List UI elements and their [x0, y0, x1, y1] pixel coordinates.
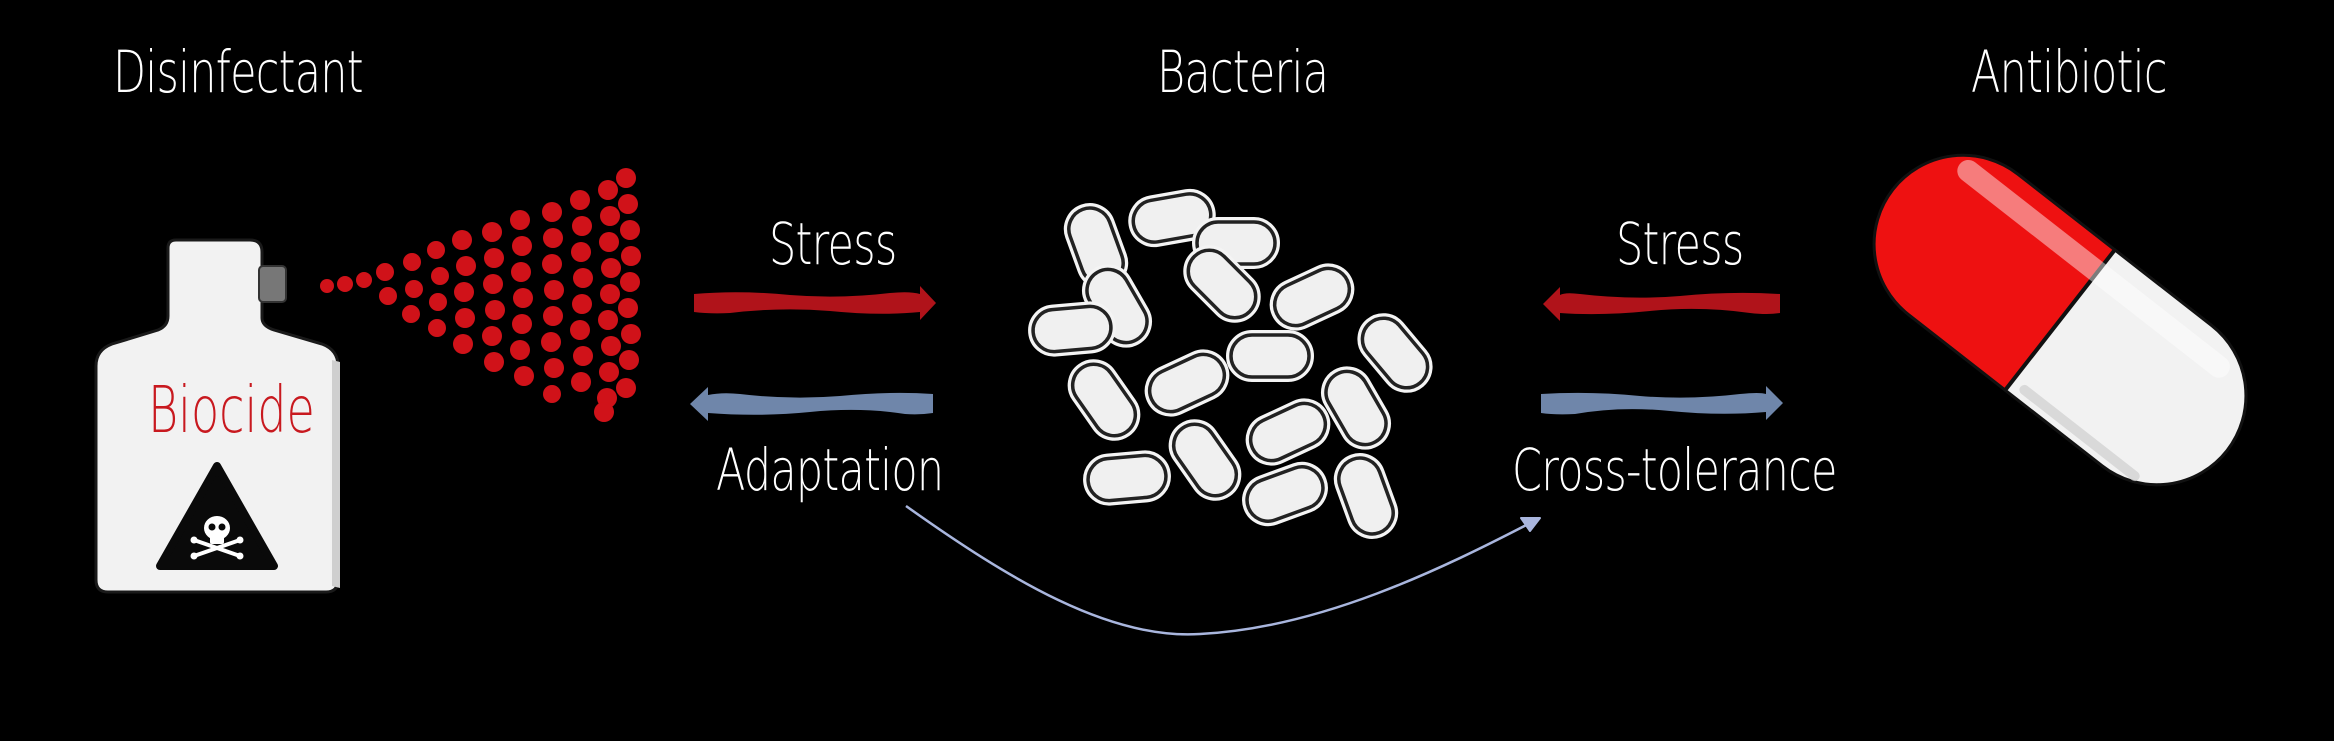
- spray-droplet: [570, 190, 590, 210]
- spray-droplet: [428, 319, 446, 337]
- spray-droplet: [544, 358, 564, 378]
- bacterium: [1144, 349, 1230, 417]
- spray-droplet: [429, 293, 447, 311]
- spray-droplet: [402, 305, 420, 323]
- spray-droplet: [484, 248, 504, 268]
- spray-droplet: [616, 168, 636, 188]
- bottle-label-biocide: Biocide: [148, 374, 315, 448]
- spray-droplet: [601, 336, 621, 356]
- spray-droplet: [573, 346, 593, 366]
- spray-droplet: [484, 352, 504, 372]
- label-cross-tolerance: Cross-tolerance: [1512, 436, 1837, 504]
- spray-droplet: [621, 246, 641, 266]
- spray-droplet: [512, 236, 532, 256]
- spray-droplet: [618, 298, 638, 318]
- spray-droplet: [513, 288, 533, 308]
- bacterium: [1242, 461, 1328, 527]
- spray-droplet: [482, 326, 502, 346]
- spray-droplet: [485, 300, 505, 320]
- spray-droplet: [337, 276, 353, 292]
- bacterium: [1067, 359, 1141, 441]
- spray-droplet: [510, 210, 530, 230]
- spray-droplet: [594, 402, 614, 422]
- spray-droplet: [542, 202, 562, 222]
- bacterium: [1128, 188, 1216, 248]
- spray-droplet: [620, 220, 640, 240]
- spray-droplet: [601, 258, 621, 278]
- spray-droplet: [599, 232, 619, 252]
- spray-droplet: [455, 308, 475, 328]
- spray-droplet: [543, 385, 561, 403]
- spray-droplet: [431, 267, 449, 285]
- spray-bottle: [94, 238, 340, 594]
- spray-droplet: [618, 194, 638, 214]
- arrow-stress-left: [694, 286, 936, 320]
- label-stress-left: Stress: [769, 210, 897, 278]
- title-bacteria: Bacteria: [1157, 38, 1329, 106]
- spray-droplet: [616, 378, 636, 398]
- spray-droplet: [542, 254, 562, 274]
- spray-droplet: [600, 284, 620, 304]
- bacterium: [1269, 263, 1355, 331]
- spray-droplet: [427, 241, 445, 259]
- spray-droplet: [621, 324, 641, 344]
- spray-droplet: [573, 268, 593, 288]
- spray-droplet: [572, 294, 592, 314]
- spray-droplet: [571, 242, 591, 262]
- spray-droplet: [456, 256, 476, 276]
- spray-mist: [320, 168, 641, 422]
- bacterium: [1083, 450, 1171, 506]
- bacterium: [1183, 245, 1261, 323]
- capsule-icon: [1872, 153, 2248, 487]
- spray-droplet: [541, 332, 561, 352]
- label-stress-right: Stress: [1616, 210, 1744, 278]
- bacterium: [1028, 301, 1116, 357]
- bacterium: [1333, 453, 1399, 539]
- spray-droplet: [452, 230, 472, 250]
- bacterium: [1226, 330, 1314, 382]
- bacterium: [1321, 366, 1391, 450]
- spray-droplet: [379, 287, 397, 305]
- spray-droplet: [356, 272, 372, 288]
- label-adaptation: Adaptation: [716, 436, 944, 504]
- spray-droplet: [543, 306, 563, 326]
- spray-droplet: [482, 222, 502, 242]
- skull-crossbones-icon: [190, 516, 244, 560]
- arrow-adaptation: [690, 387, 933, 421]
- spray-droplet: [544, 280, 564, 300]
- arrow-stress-right: [1543, 287, 1780, 321]
- spray-droplet: [514, 366, 534, 386]
- spray-droplet: [511, 262, 531, 282]
- bacterium: [1357, 313, 1433, 393]
- spray-droplet: [572, 216, 592, 236]
- spray-droplet: [403, 253, 421, 271]
- spray-droplet: [620, 272, 640, 292]
- arrow-cross-tolerance: [1541, 386, 1783, 420]
- spray-droplet: [543, 228, 563, 248]
- spray-droplet: [320, 279, 334, 293]
- spray-droplet: [512, 314, 532, 334]
- spray-droplet: [405, 280, 423, 298]
- spray-droplet: [571, 372, 591, 392]
- title-antibiotic: Antibiotic: [1971, 38, 2167, 106]
- bacteria-cluster: [1028, 188, 1433, 539]
- spray-droplet: [453, 334, 473, 354]
- spray-droplet: [599, 362, 619, 382]
- title-disinfectant: Disinfectant: [113, 38, 364, 106]
- spray-droplet: [510, 340, 530, 360]
- nozzle: [258, 265, 287, 303]
- spray-droplet: [598, 310, 618, 330]
- spray-droplet: [598, 180, 618, 200]
- spray-droplet: [376, 263, 394, 281]
- spray-droplet: [600, 206, 620, 226]
- spray-droplet: [483, 274, 503, 294]
- spray-droplet: [570, 320, 590, 340]
- connector-adaptation-to-cross-tolerance: [905, 504, 1541, 636]
- bacterium: [1245, 398, 1331, 466]
- spray-droplet: [619, 350, 639, 370]
- spray-droplet: [454, 282, 474, 302]
- bacterium: [1168, 419, 1242, 501]
